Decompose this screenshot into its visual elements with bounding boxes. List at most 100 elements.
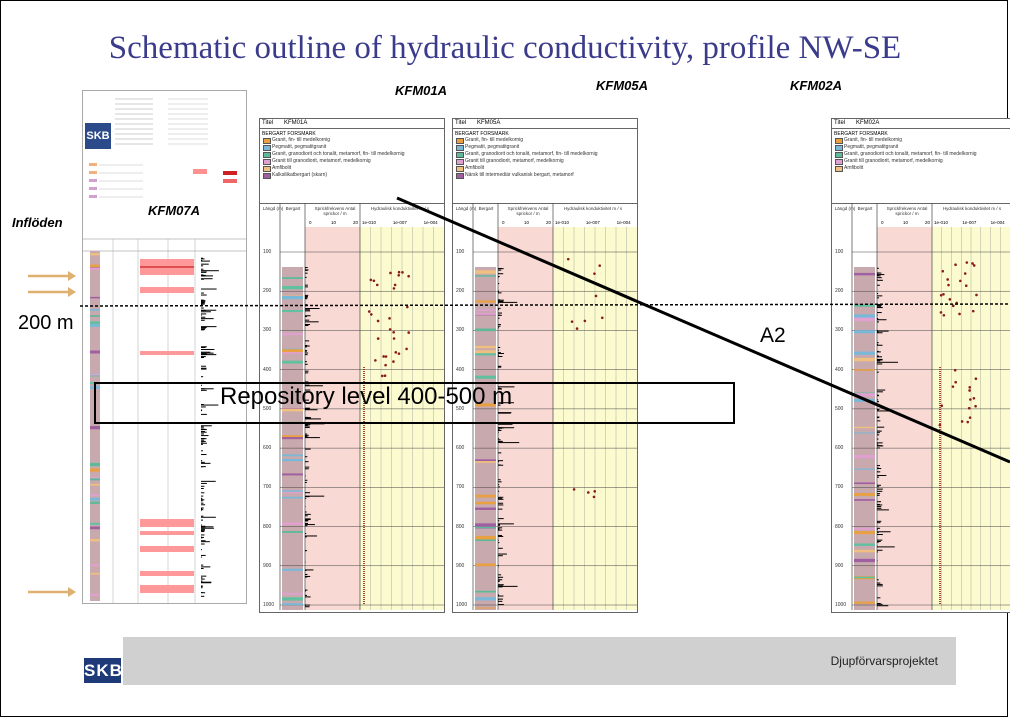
legend-swatch <box>456 138 464 144</box>
column-header: Sprickfrekvens Antal sprickor / m <box>314 206 356 216</box>
legend-swatch <box>835 166 843 172</box>
sheet-plot <box>851 203 1010 610</box>
sheet-title-row <box>832 119 1010 129</box>
sheet-titel-value: KFM05A <box>477 120 501 126</box>
k-tick: 1e-010 <box>362 220 377 225</box>
repository-level-label: Repository level 400-500 m <box>220 383 513 410</box>
legend-item: Granit till granodiorit, metamorf, medel… <box>844 158 943 164</box>
legend-item: Amfibolit <box>272 165 292 171</box>
legend-swatch <box>456 159 464 165</box>
depth-tick: 500 <box>835 405 844 412</box>
legend-item: Granit, fin- till medelkornig <box>465 137 524 143</box>
legend-item: Amfibolit <box>465 165 485 171</box>
footer-text: Djupförvarsprojektet <box>830 654 938 668</box>
depth-tick: 900 <box>835 562 844 569</box>
legend-swatch <box>263 152 271 158</box>
column-header: Längd (m) <box>834 206 856 211</box>
depth-tick: 600 <box>456 445 465 452</box>
depth-tick: 300 <box>835 327 844 334</box>
depth-tick: 300 <box>456 327 465 334</box>
legend-swatch <box>456 152 464 158</box>
depth-tick: 200 <box>456 288 465 295</box>
depth-tick: 800 <box>835 523 844 530</box>
column-header: Längd (m) <box>455 206 477 211</box>
depth-tick: 500 <box>456 405 465 412</box>
k-tick: 1e-010 <box>934 220 949 225</box>
frac-tick: 20 <box>925 220 931 225</box>
frac-tick: 0 <box>309 220 312 225</box>
depth-tick: 1000 <box>456 602 468 608</box>
frac-tick: 0 <box>881 220 884 225</box>
depth-tick: 100 <box>456 249 465 255</box>
skb-logo: SKB <box>84 658 122 683</box>
column-header: Bergart <box>857 206 873 211</box>
zone-a2-line <box>396 196 1010 464</box>
k-tick: 1e-004 <box>423 220 438 225</box>
legend-swatch <box>835 138 843 144</box>
k-tick: 1e-004 <box>616 220 631 225</box>
legend-item: Amfibolit <box>844 165 864 171</box>
inflow-label: Inflöden <box>12 215 63 230</box>
sheet-title-row <box>260 119 444 129</box>
depth-label-200m: 200 m <box>18 312 74 334</box>
sheet-titel-label: Titel <box>455 120 467 126</box>
depth-tick: 400 <box>835 366 844 373</box>
frac-tick: 20 <box>546 220 552 225</box>
borehole-label-kfm05a: KFM05A <box>596 78 649 93</box>
frac-tick: 10 <box>524 220 530 225</box>
depth-tick: 200 <box>263 288 272 295</box>
legend-swatch <box>835 152 843 158</box>
legend-item: Pegmatit, pegmatitgranit <box>272 144 327 150</box>
legend-swatch <box>456 145 464 151</box>
legend-swatch <box>835 145 843 151</box>
sheet-titel-label: Titel <box>262 120 274 126</box>
sheet-bergart: BERGART FORSMARK <box>455 131 509 137</box>
depth-tick: 1000 <box>263 602 275 608</box>
legend-swatch <box>263 166 271 172</box>
slide-title: Schematic outline of hydraulic conductiv… <box>108 30 902 66</box>
kfm07a-document: SKB <box>82 90 247 604</box>
borehole-label-kfm07a: KFM07A <box>148 203 201 218</box>
borehole-label-kfm02a: KFM02A <box>790 78 843 93</box>
depth-tick: 400 <box>456 366 465 373</box>
legend-item: Pegmatit, pegmatitgranit <box>465 144 520 150</box>
borehole-label-kfm01a: KFM01A <box>395 83 448 98</box>
depth-tick: 300 <box>263 327 272 334</box>
kfm07a-log <box>83 98 246 603</box>
legend-swatch <box>835 159 843 165</box>
column-header: Sprickfrekvens Antal sprickor / m <box>507 206 549 216</box>
depth-tick: 1000 <box>835 602 847 608</box>
legend-swatch <box>263 173 271 179</box>
legend-item: Granit, fin- till medelkornig <box>844 137 903 143</box>
frac-tick: 10 <box>903 220 909 225</box>
depth-tick: 700 <box>263 484 272 491</box>
legend-swatch <box>263 159 271 165</box>
k-tick: 1e-004 <box>990 220 1005 225</box>
sheet-bergart: BERGART FORSMARK <box>262 131 316 137</box>
sheet-titel-label: Titel <box>834 120 846 126</box>
depth-200m-line <box>79 303 1010 307</box>
legend-item: Granit till granodiorit, metamorf, medel… <box>272 158 371 164</box>
depth-tick: 500 <box>263 405 272 412</box>
k-tick: 1e-007 <box>962 220 977 225</box>
k-tick: 1e-007 <box>585 220 600 225</box>
column-header: Hydraulisk konduktivitet m / s <box>563 206 623 211</box>
sheet-header-divider <box>453 203 637 204</box>
legend-item: Pegmatit, pegmatitgranit <box>844 144 899 150</box>
depth-tick: 100 <box>263 249 272 255</box>
column-header: Hydraulisk konduktivitet m / s <box>370 206 430 211</box>
column-header: Längd (m) <box>262 206 284 211</box>
frac-tick: 20 <box>353 220 359 225</box>
legend-item: Granit till granodiorit, metamorf, medel… <box>465 158 564 164</box>
column-header: Sprickfrekvens Antal sprickor / m <box>886 206 928 216</box>
depth-tick: 200 <box>835 288 844 295</box>
sheet-title-row <box>453 119 637 129</box>
sheet-plot <box>472 203 637 610</box>
depth-tick: 700 <box>835 484 844 491</box>
depth-tick: 900 <box>263 562 272 569</box>
footer-bar: Djupförvarsprojektet <box>123 637 956 685</box>
frac-tick: 10 <box>331 220 337 225</box>
